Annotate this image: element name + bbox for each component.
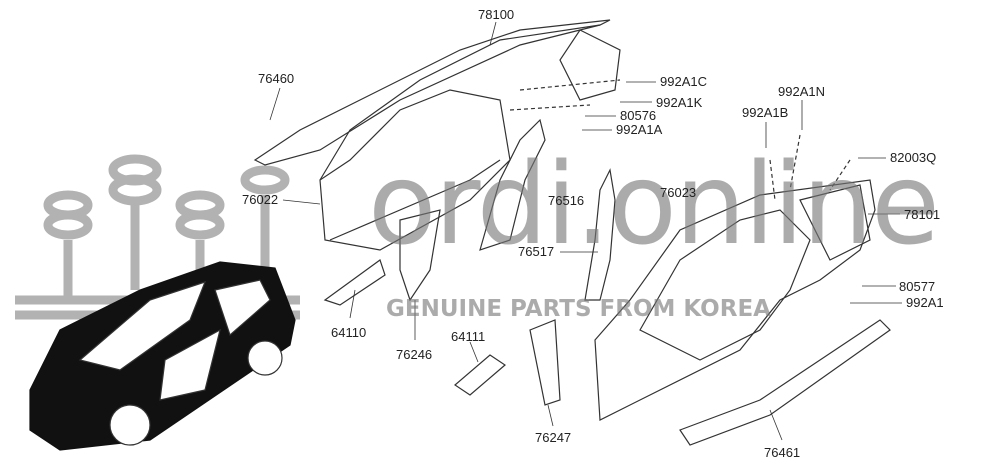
part-label-78101[interactable]: 78101 <box>904 207 941 222</box>
part-label-76460[interactable]: 76460 <box>258 71 295 86</box>
part-label-992A1B[interactable]: 992A1B <box>742 105 789 120</box>
part-label-76247[interactable]: 76247 <box>535 430 572 445</box>
part-label-76023[interactable]: 76023 <box>660 185 697 200</box>
part-label-76022[interactable]: 76022 <box>242 192 279 207</box>
part-label-64111[interactable]: 64111 <box>451 329 486 344</box>
part-label-76461[interactable]: 76461 <box>764 445 801 460</box>
part-label-992A1A[interactable]: 992A1A <box>616 122 663 137</box>
part-label-992A1C[interactable]: 992A1C <box>660 74 707 89</box>
part-label-80577[interactable]: 80577 <box>899 279 936 294</box>
watermark-tagline: GENUINE PARTS FROM KOREA <box>386 296 771 322</box>
part-label-992A1N[interactable]: 992A1N <box>778 84 825 99</box>
part-label-76516[interactable]: 76516 <box>548 193 585 208</box>
part-label-80576[interactable]: 80576 <box>620 108 657 123</box>
car-illustration <box>29 261 296 451</box>
part-label-82003Q[interactable]: 82003Q <box>890 150 937 165</box>
part-label-76517[interactable]: 76517 <box>518 244 555 259</box>
part-label-64110[interactable]: 64110 <box>331 325 367 340</box>
part-label-76246[interactable]: 76246 <box>396 347 433 362</box>
part-label-992A1[interactable]: 992A1 <box>906 295 944 310</box>
part-label-992A1K[interactable]: 992A1K <box>656 95 703 110</box>
part-label-78100[interactable]: 78100 <box>478 7 515 22</box>
watermark-brand: ordi.online <box>368 140 940 270</box>
